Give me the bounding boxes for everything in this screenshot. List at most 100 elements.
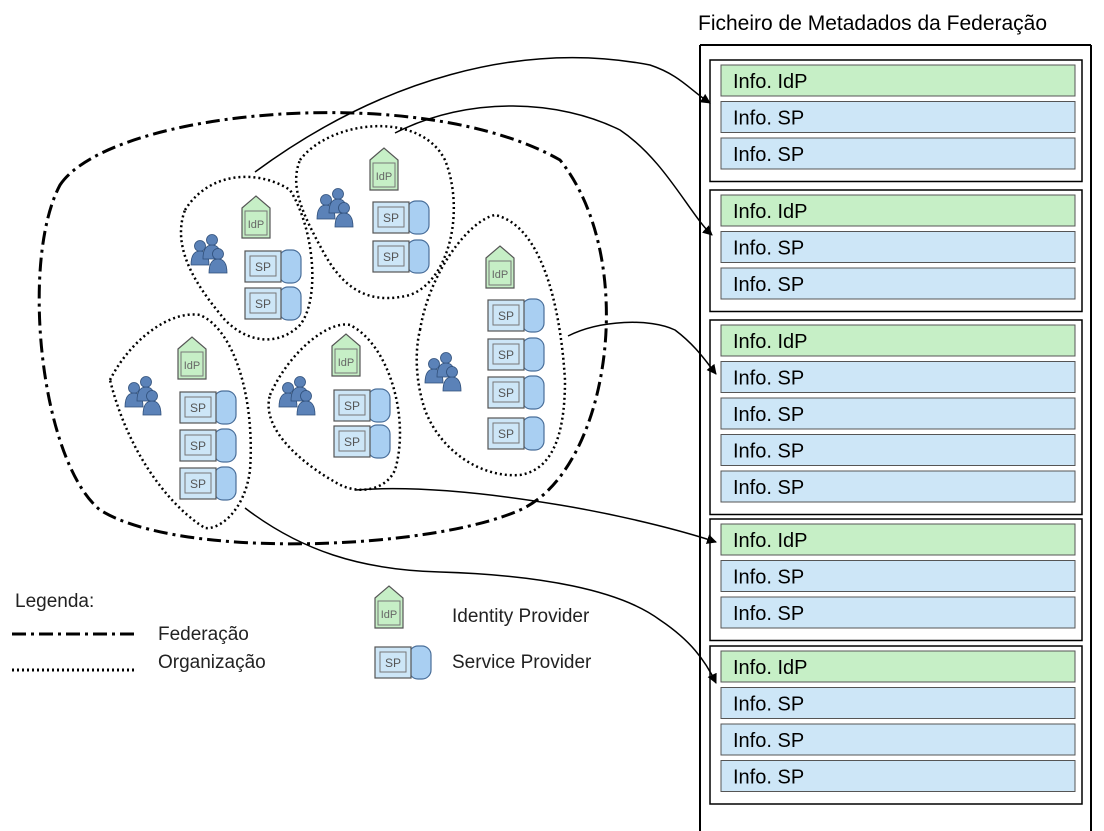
idp-badge-label: IdP <box>184 360 201 372</box>
info-sp-row <box>720 470 1076 503</box>
idp-badge-label: IdP <box>338 357 355 369</box>
users-icon <box>190 234 228 274</box>
info-sp-label: Info. SP <box>733 730 804 752</box>
legend-sp-icon: SP <box>374 645 432 680</box>
connector-arrow <box>394 105 713 236</box>
metadata-group <box>709 319 1083 516</box>
metadata-file-title: Ficheiro de Metadados da Federação <box>698 12 1047 35</box>
info-sp-label: Info. SP <box>733 368 804 390</box>
sp-icon: SP <box>487 375 545 410</box>
info-sp-label: Info. SP <box>733 108 804 130</box>
sp-icon: SP <box>487 337 545 372</box>
sp-icon: SP <box>179 466 237 501</box>
idp-badge-label: IdP <box>492 269 509 281</box>
legend-title: Legenda: <box>15 591 94 612</box>
idp-icon: IdP <box>177 336 207 380</box>
connector-arrow <box>354 487 717 544</box>
info-sp-label: Info. SP <box>733 694 804 716</box>
legend-organization-label: Organização <box>158 652 266 673</box>
users-icon <box>316 188 354 228</box>
idp-icon: IdP <box>331 333 361 377</box>
sp-badge-label: SP <box>385 656 401 670</box>
sp-icon: SP <box>244 249 302 284</box>
info-sp-label: Info. SP <box>733 404 804 426</box>
organization-boundary <box>179 175 314 341</box>
legend-identity-provider-label: Identity Provider <box>452 606 590 627</box>
sp-icon: SP <box>179 428 237 463</box>
legend-service-provider-label: Service Provider <box>452 652 592 673</box>
info-sp-label: Info. SP <box>733 238 804 260</box>
sp-badge-label: SP <box>383 211 399 225</box>
sp-badge-label: SP <box>498 348 514 362</box>
info-sp-label: Info. SP <box>733 603 804 625</box>
info-sp-row <box>720 397 1076 430</box>
info-sp-label: Info. SP <box>733 567 804 589</box>
sp-icon: SP <box>374 645 432 680</box>
organization-icons: IdP SP SP IdP SP SP IdP SP SP SP IdP SP SP IdP SP SP SP S… <box>124 147 545 501</box>
sp-icon: SP <box>244 286 302 321</box>
info-idp-row <box>720 523 1076 556</box>
organization-boundary <box>294 124 456 300</box>
idp-icon: IdP <box>485 245 515 289</box>
info-sp-label: Info. SP <box>733 274 804 296</box>
sp-icon: SP <box>487 298 545 333</box>
federation-boundary <box>37 111 608 546</box>
idp-badge-label: IdP <box>381 609 398 621</box>
sp-badge-label: SP <box>190 401 206 415</box>
metadata-file: Info. IdP Info. SP Info. SP Info. IdP Info. … <box>699 44 1092 831</box>
info-sp-label: Info. SP <box>733 477 804 499</box>
sp-badge-label: SP <box>344 399 360 413</box>
idp-icon: IdP <box>374 585 404 629</box>
connector-arrow <box>254 56 711 173</box>
info-sp-row <box>720 101 1076 133</box>
info-sp-row <box>720 361 1076 393</box>
metadata-group <box>709 189 1083 313</box>
connectors <box>244 56 717 684</box>
info-sp-label: Info. SP <box>733 144 804 166</box>
sp-badge-label: SP <box>255 297 271 311</box>
info-sp-row <box>720 687 1076 719</box>
legend-idp-icon: IdP <box>374 585 404 629</box>
info-idp-label: Info. IdP <box>733 530 808 552</box>
sp-icon: SP <box>487 416 545 451</box>
sp-badge-label: SP <box>498 427 514 441</box>
organizations <box>108 124 567 530</box>
users-icon <box>124 376 162 416</box>
sp-badge-label: SP <box>498 386 514 400</box>
metadata-group <box>709 645 1083 805</box>
info-idp-row <box>720 650 1076 683</box>
organization-boundary <box>267 323 402 491</box>
sp-icon: SP <box>179 390 237 425</box>
info-idp-label: Info. IdP <box>733 331 808 353</box>
idp-badge-label: IdP <box>376 171 393 183</box>
connector-arrow <box>244 507 717 684</box>
connector-arrow <box>567 321 717 375</box>
info-sp-row <box>720 231 1076 263</box>
info-sp-label: Info. SP <box>733 441 804 463</box>
organization-boundary <box>108 313 252 530</box>
info-sp-row <box>720 434 1076 466</box>
idp-icon: IdP <box>241 195 271 239</box>
users-icon <box>424 352 462 392</box>
users-icon <box>278 376 316 416</box>
sp-icon: SP <box>372 239 430 274</box>
metadata-group <box>709 59 1083 183</box>
sp-badge-label: SP <box>255 260 271 274</box>
legend-federation-label: Federação <box>158 624 249 645</box>
idp-icon: IdP <box>369 147 399 191</box>
sp-icon: SP <box>372 200 430 235</box>
metadata-group <box>709 518 1083 642</box>
info-sp-row <box>720 137 1076 170</box>
sp-icon: SP <box>333 424 391 459</box>
info-idp-label: Info. IdP <box>733 657 808 679</box>
info-idp-label: Info. IdP <box>733 201 808 223</box>
info-idp-row <box>720 64 1076 97</box>
info-sp-row <box>720 596 1076 629</box>
info-sp-row <box>720 267 1076 300</box>
sp-badge-label: SP <box>383 250 399 264</box>
info-idp-label: Info. IdP <box>733 71 808 93</box>
info-sp-row <box>720 560 1076 592</box>
sp-icon: SP <box>333 388 391 423</box>
sp-badge-label: SP <box>190 439 206 453</box>
